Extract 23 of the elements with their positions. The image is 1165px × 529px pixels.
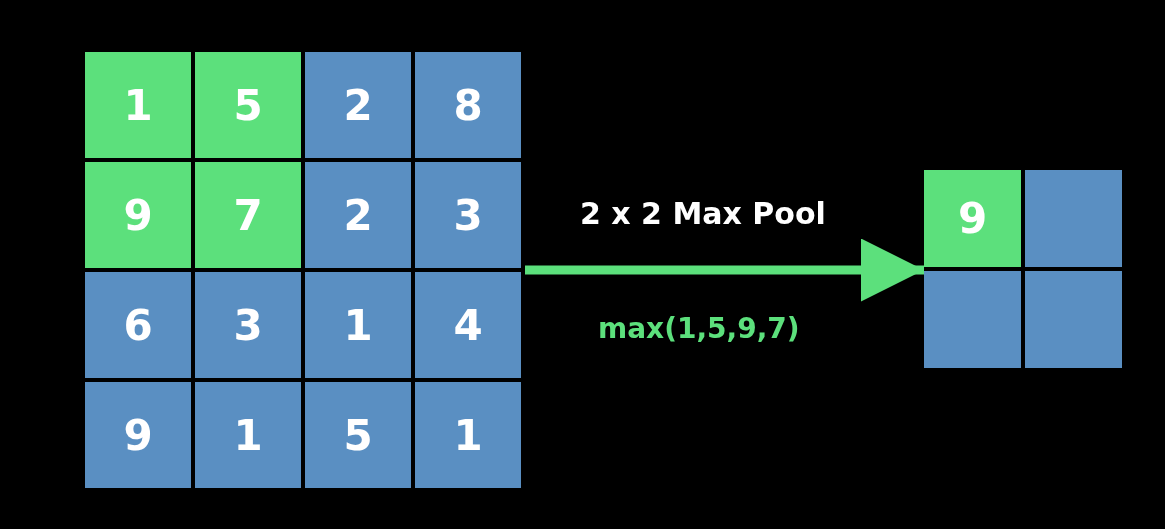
number-cell: 1 (85, 52, 191, 158)
number-cell: 9 (85, 382, 191, 488)
number-cell: 2 (305, 162, 411, 268)
number-cell: 6 (85, 272, 191, 378)
number-cell: 3 (415, 162, 521, 268)
empty-cell (1025, 271, 1122, 368)
number-cell: 3 (195, 272, 301, 378)
number-cell: 1 (415, 382, 521, 488)
number-cell: 5 (305, 382, 411, 488)
formula-text: max(1,5,9,7) (598, 312, 800, 345)
number-cell: 9 (924, 170, 1021, 267)
number-cell: 2 (305, 52, 411, 158)
number-cell: 1 (195, 382, 301, 488)
number-cell: 8 (415, 52, 521, 158)
number-cell: 7 (195, 162, 301, 268)
edge-label: 2 x 2 Max Pool (580, 196, 826, 231)
empty-cell (924, 271, 1021, 368)
number-cell: 4 (415, 272, 521, 378)
arrow (525, 238, 924, 302)
empty-cell (1025, 170, 1122, 267)
number-cell: 1 (305, 272, 411, 378)
number-cell: 9 (85, 162, 191, 268)
number-cell: 5 (195, 52, 301, 158)
